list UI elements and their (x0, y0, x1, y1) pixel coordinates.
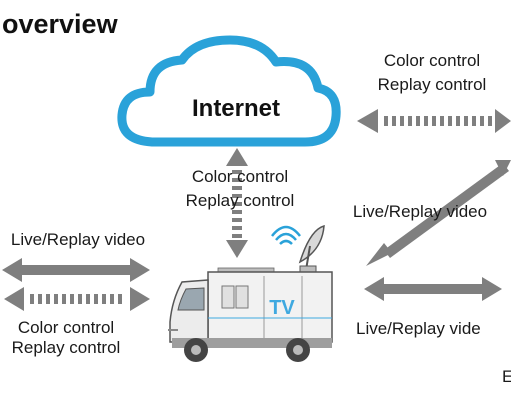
dashed-double-arrow-vertical (226, 148, 248, 258)
left-control-label-line1: Color control (18, 318, 114, 337)
center-label-line2: Replay control (186, 191, 295, 210)
truck-tv-badge: TV (269, 297, 295, 319)
center-label-line1: Color control (192, 167, 288, 186)
right-video-label: Live/Replay vide (356, 319, 481, 338)
left-control-label-line2: Replay control (12, 338, 121, 357)
corner-fragment-label: E (502, 367, 511, 386)
cloud-label: Internet (192, 95, 280, 122)
dashed-double-arrow-left (4, 287, 150, 311)
solid-double-arrow-left (2, 258, 150, 282)
page-title: overview (2, 9, 119, 39)
solid-double-arrow-right (364, 277, 502, 301)
top-right-label-line1: Color control (384, 51, 480, 70)
right-diagonal-video-label: Live/Replay video (353, 202, 487, 221)
internet-cloud-icon (117, 35, 341, 147)
left-video-label: Live/Replay video (11, 230, 145, 249)
diagonal-double-arrow (366, 160, 511, 266)
dashed-double-arrow-top-right (357, 109, 511, 133)
broadcast-truck-icon (168, 224, 333, 362)
top-right-label-line2: Replay control (378, 75, 487, 94)
